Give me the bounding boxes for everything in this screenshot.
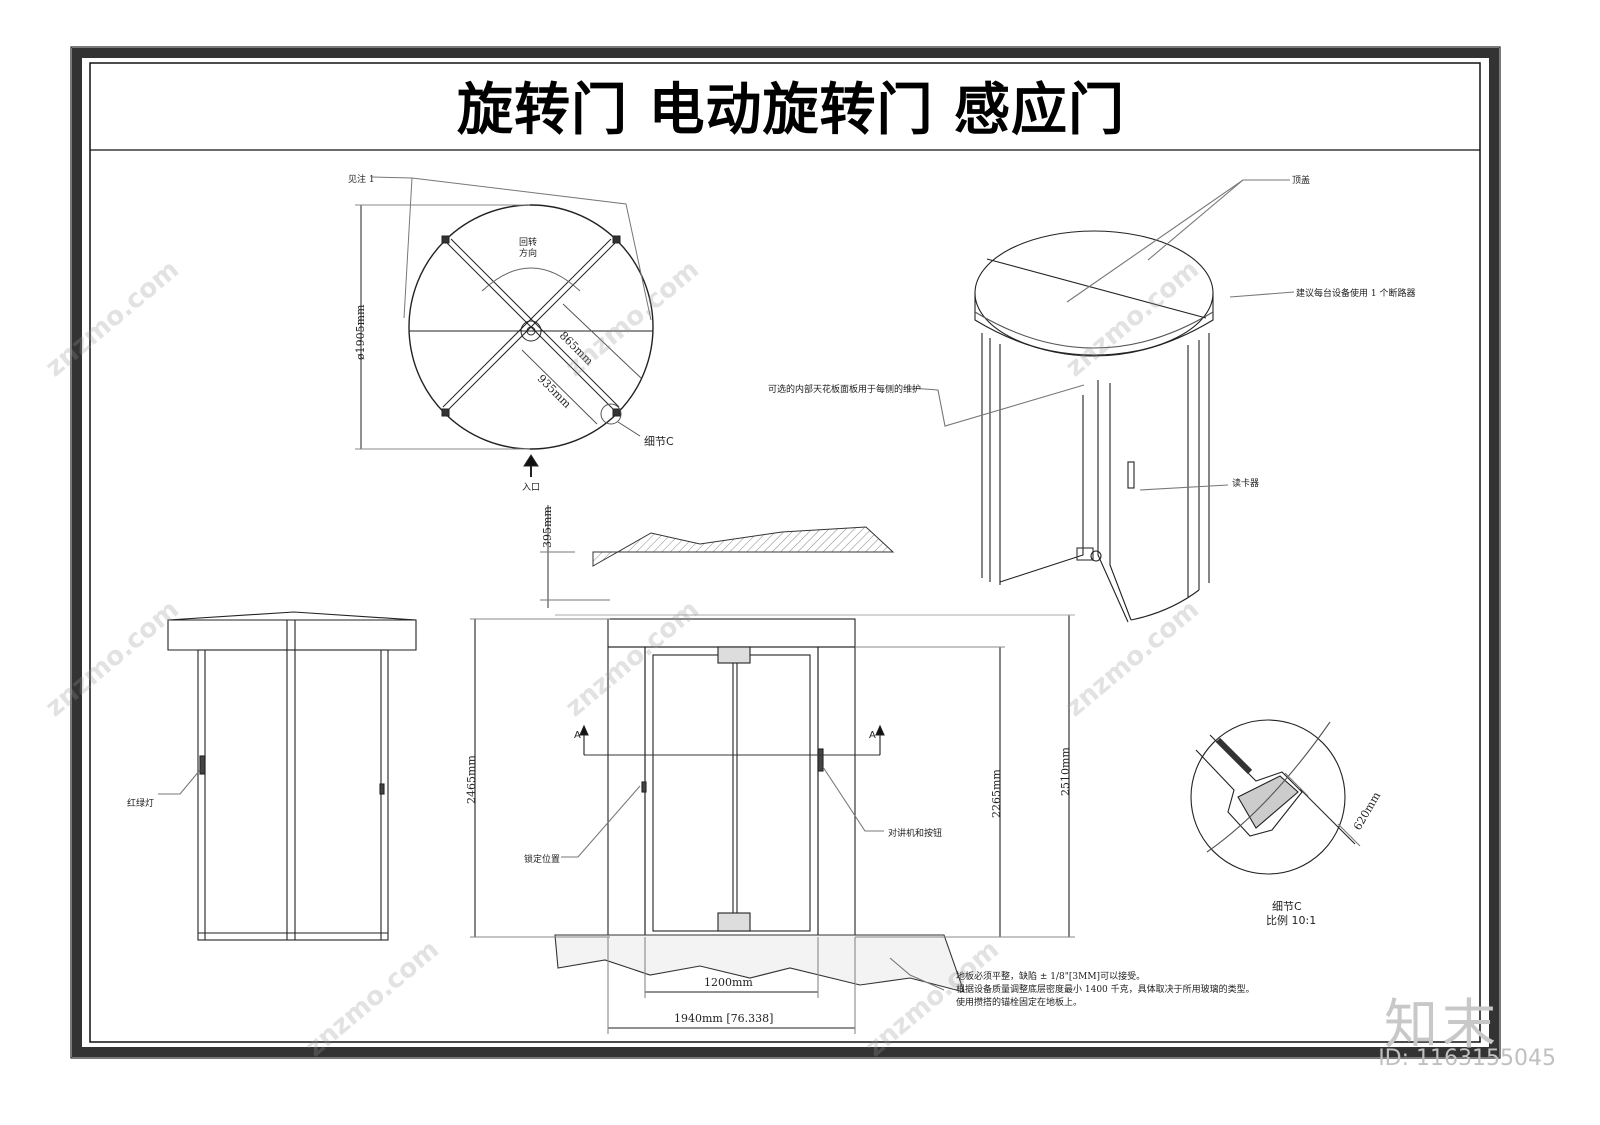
plan-diameter-dim: ø1905mm bbox=[354, 304, 367, 360]
front-section-a-right: A bbox=[869, 730, 876, 741]
front-lock-label: 锁定位置 bbox=[524, 855, 561, 865]
front-section-a-left: A bbox=[574, 730, 581, 741]
plan-detail-ref: 细节C bbox=[644, 435, 674, 448]
side-elevation bbox=[158, 611, 417, 941]
front-total-width-dim: 1940mm [76.338] bbox=[674, 1012, 774, 1025]
persp-canopy-label: 顶盖 bbox=[1292, 176, 1311, 186]
front-height-total-dim: 2465mm bbox=[465, 755, 478, 804]
perspective-view bbox=[910, 179, 1295, 623]
watermark-logo: 知末 bbox=[1384, 993, 1500, 1056]
persp-card-reader-label: 读卡器 bbox=[1232, 479, 1260, 489]
plan-view bbox=[355, 176, 654, 477]
front-elevation bbox=[470, 614, 1075, 1034]
profile-height-dim: 395mm bbox=[541, 506, 554, 548]
front-floor-note-3: 使用攒搭的锚栓固定在地板上。 bbox=[956, 998, 1083, 1008]
side-light-label: 红绿灯 bbox=[127, 799, 155, 809]
plan-rotation-label-2: 方向 bbox=[519, 249, 538, 259]
profile-view bbox=[540, 505, 895, 608]
plan-entrance-label: 入口 bbox=[522, 483, 541, 493]
front-intercom-label: 对讲机和按钮 bbox=[888, 829, 943, 839]
sheet-frame bbox=[70, 46, 1501, 1059]
front-height-outer-dim: 2510mm bbox=[1059, 747, 1072, 796]
front-floor-note-2: 根据设备质量调整底层密度最小 1400 千克，具体取决于所用玻璃的类型。 bbox=[956, 985, 1255, 995]
detail-c-scale: 比例 10:1 bbox=[1266, 914, 1317, 927]
sheet-title: 旋转门 电动旋转门 感应门 bbox=[457, 77, 1125, 143]
plan-note-ref: 见注 1 bbox=[348, 175, 375, 185]
detail-c-title: 细节C bbox=[1272, 900, 1302, 913]
persp-ceiling-note: 可选的内部天花板面板用于每侧的维护 bbox=[768, 385, 922, 395]
persp-breaker-label: 建议每台设备使用 1 个断路器 bbox=[1296, 289, 1416, 299]
front-height-inner-dim: 2265mm bbox=[990, 769, 1003, 818]
front-opening-width-dim: 1200mm bbox=[704, 976, 753, 989]
plan-rotation-label-1: 回转 bbox=[519, 238, 538, 248]
front-floor-note-1: 地板必须平整，缺陷 ± 1/8"[3MM]可以接受。 bbox=[956, 972, 1146, 982]
watermark-id: ID: 1163155045 bbox=[1378, 1046, 1556, 1071]
detail-c bbox=[1190, 719, 1361, 875]
